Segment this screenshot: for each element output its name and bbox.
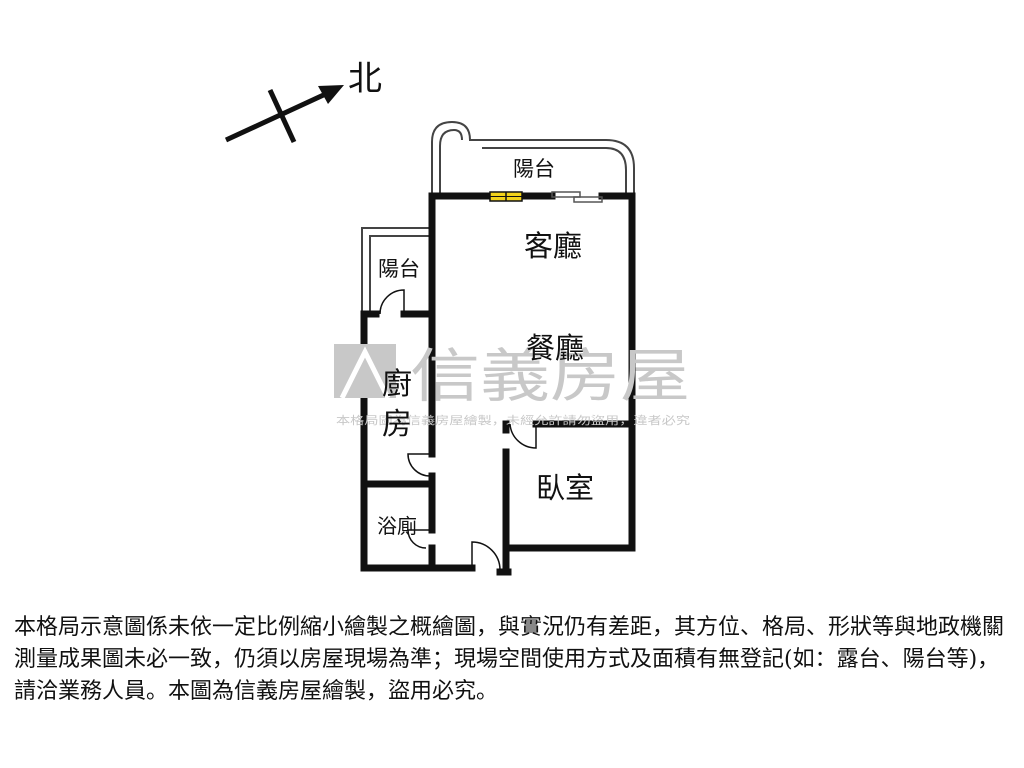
watermark: 信義房屋 本格局圖為信義房屋繪製，未經允許請勿盜用，違者必究 [334,342,690,427]
sliding-door-panel-2 [573,196,603,203]
door-kitchen-living [407,453,432,477]
north-balcony-outline [431,120,635,196]
label-living-room: 客廳 [524,229,582,263]
door-west-balcony [379,289,405,315]
compass-arrowhead [318,85,344,104]
floor-plan-diagram: 北 [224,59,690,576]
door-bedroom [509,423,537,449]
sliding-door-panel-1 [551,191,581,198]
label-dining-room: 餐廳 [526,331,584,365]
watermark-brand: 信義房屋 [410,342,690,410]
sliding-door [551,191,603,203]
label-west-balcony: 陽台 [378,257,420,281]
north-window [489,191,523,202]
watermark-notice: 本格局圖為信義房屋繪製，未經允許請勿盜用，違者必究 [336,413,690,427]
label-bedroom: 臥室 [536,471,594,505]
compass-crossbar [267,88,297,144]
doors [379,289,537,571]
door-entrance [471,541,501,571]
label-north-balcony: 陽台 [513,157,555,181]
north-compass: 北 [224,59,382,144]
compass-needle [224,89,332,143]
compass-north-label: 北 [348,59,382,99]
walls [360,192,636,576]
west-balcony-outline [361,227,432,314]
door-bathroom [407,529,432,549]
label-bathroom: 浴廁 [377,514,417,538]
watermark-logo-figure [339,346,391,400]
label-kitchen-line1: 廚 [382,367,412,402]
disclaimer-text: 本格局示意圖係未依一定比例縮小繪製之概繪圖，與實況仍有差距，其方位、格局、形狀等… [14,615,1005,704]
label-kitchen-line2: 房 [382,407,412,442]
